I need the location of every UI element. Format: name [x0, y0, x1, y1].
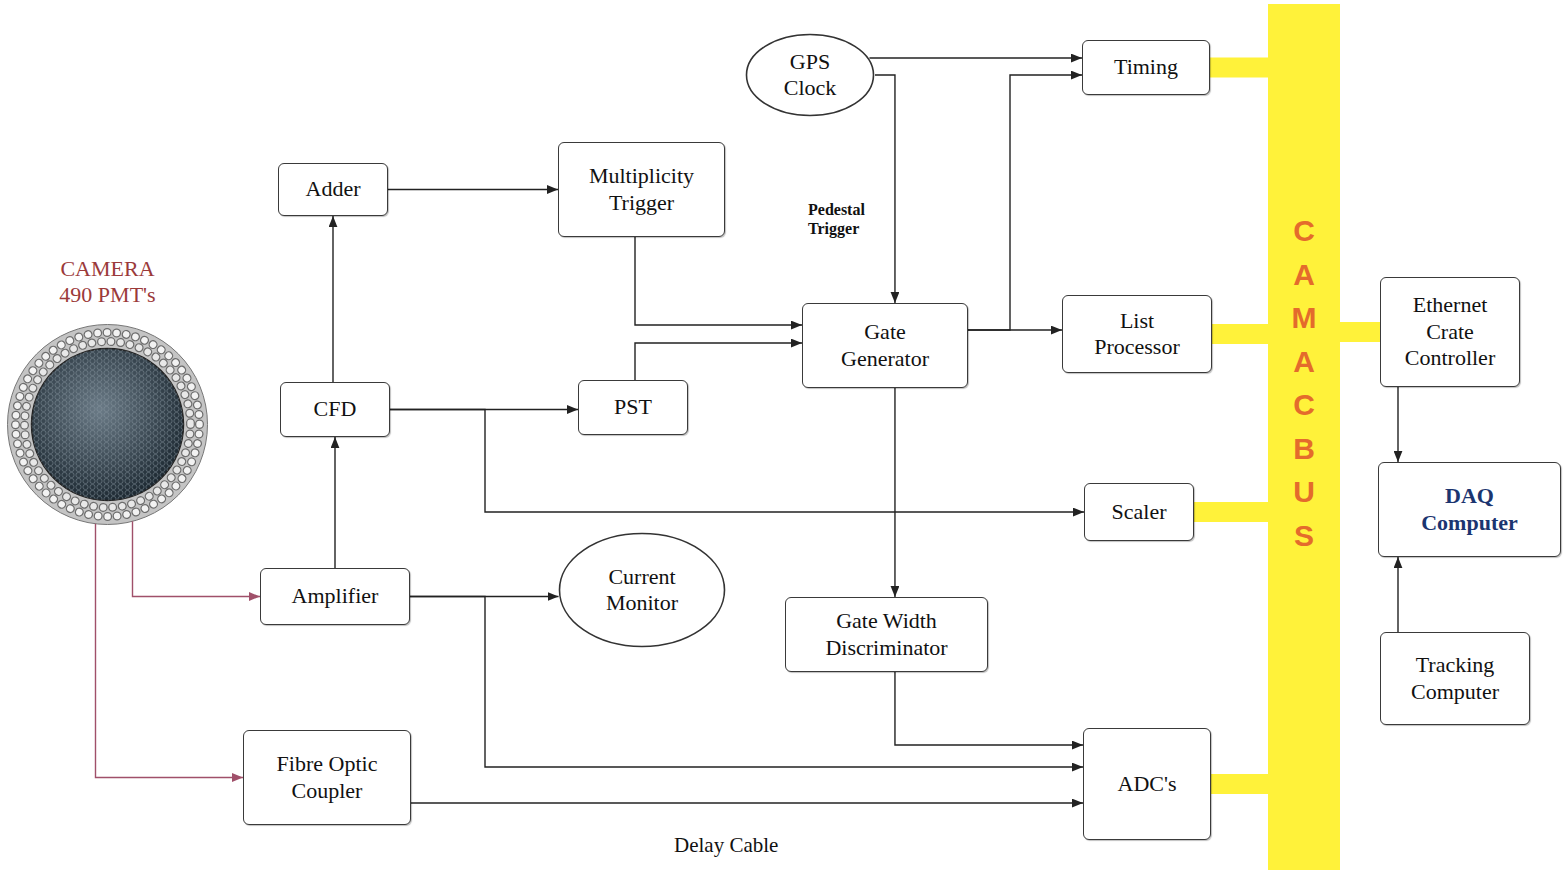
- signal-arrow: [968, 75, 1082, 330]
- node-label: ADC's: [1118, 771, 1177, 797]
- node-label: List Processor: [1082, 308, 1192, 361]
- gate-generator-box: Gate Generator: [802, 303, 968, 388]
- list-processor-box: List Processor: [1062, 295, 1212, 373]
- outer-pmt-ring: [16, 333, 200, 517]
- node-label: PST: [614, 394, 652, 420]
- node-label: CAMERA 490 PMT's: [50, 256, 165, 309]
- tracking-box: Tracking Computer: [1380, 632, 1530, 725]
- node-label: DAQ Computer: [1410, 483, 1530, 536]
- node-label: Multiplicity Trigger: [577, 163, 707, 216]
- node-label: GPS Clock: [775, 49, 845, 102]
- ellipse-outline: [747, 35, 874, 116]
- inner-pmt-ring: [25, 342, 191, 508]
- bus-band: CAMAC BUS: [1268, 4, 1340, 870]
- clock-ellipse: GPS Clock: [745, 33, 875, 117]
- bus-link: [1194, 502, 1268, 522]
- discriminator-box: Gate Width Discriminator: [785, 597, 988, 672]
- inner-pmt-ring: [25, 342, 191, 508]
- node-label: Tracking Computer: [1400, 652, 1510, 705]
- edge-label: Pedestal Trigger: [806, 200, 894, 238]
- signal-arrow: [411, 802, 1083, 803]
- adc-box: ADC's: [1083, 728, 1211, 840]
- bus-link: [1211, 774, 1268, 794]
- camera-housing: [8, 325, 208, 525]
- amplifier-box: Amplifier: [260, 568, 410, 625]
- timing-box: Timing: [1082, 40, 1210, 95]
- crate-controller-box: Ethernet Crate Controller: [1380, 277, 1520, 387]
- ellipse-outline: [560, 534, 725, 647]
- signal-arrow: [388, 189, 558, 190]
- signal-arrow: [410, 597, 1083, 768]
- camera-cable: [133, 521, 261, 596]
- signal-arrow: [869, 57, 1082, 58]
- outer-pmt-ring: [16, 333, 200, 517]
- signal-arrow: [1397, 387, 1398, 462]
- signal-arrow: [875, 75, 895, 303]
- node-label: Timing: [1114, 54, 1178, 80]
- monitor-ellipse: Current Monitor: [558, 532, 726, 648]
- signal-arrow: [390, 410, 1084, 513]
- node-label: CAMAC BUS: [1289, 209, 1319, 557]
- cfd-box: CFD: [280, 382, 390, 437]
- signal-arrow: [1397, 557, 1398, 632]
- signal-arrow: [635, 237, 802, 325]
- pst-box: PST: [578, 380, 688, 435]
- signal-arrow: [334, 437, 335, 568]
- node-label: Adder: [306, 176, 361, 202]
- adder-box: Adder: [278, 163, 388, 216]
- node-label: CFD: [314, 396, 357, 422]
- coupler-box: Fibre Optic Coupler: [243, 730, 411, 825]
- node-label: Scaler: [1112, 499, 1167, 525]
- node-label: Current Monitor: [592, 564, 692, 617]
- edge-label: Delay Cable: [672, 833, 780, 858]
- node-label: Gate Generator: [830, 319, 940, 372]
- camera-node: CAMERA 490 PMT's: [5, 252, 210, 532]
- signal-arrow: [332, 216, 333, 382]
- daq-box: DAQ Computer: [1378, 462, 1561, 557]
- camera-illustration: [5, 322, 210, 527]
- node-label: Ethernet Crate Controller: [1395, 292, 1505, 371]
- node-label: Gate Width Discriminator: [797, 608, 977, 661]
- node-label: Fibre Optic Coupler: [267, 751, 387, 804]
- signal-arrow: [635, 343, 802, 380]
- bus-link: [1210, 58, 1268, 78]
- bus-link: [1340, 322, 1380, 342]
- camera-cable: [96, 524, 244, 778]
- pmt-core: [32, 349, 184, 501]
- signal-arrow: [895, 672, 1083, 745]
- signal-arrow: [894, 388, 895, 597]
- scaler-box: Scaler: [1084, 483, 1194, 541]
- pmt-grid: [32, 349, 184, 501]
- trigger-box: Multiplicity Trigger: [558, 142, 725, 237]
- bus-link: [1212, 324, 1268, 344]
- node-label: Amplifier: [292, 583, 379, 609]
